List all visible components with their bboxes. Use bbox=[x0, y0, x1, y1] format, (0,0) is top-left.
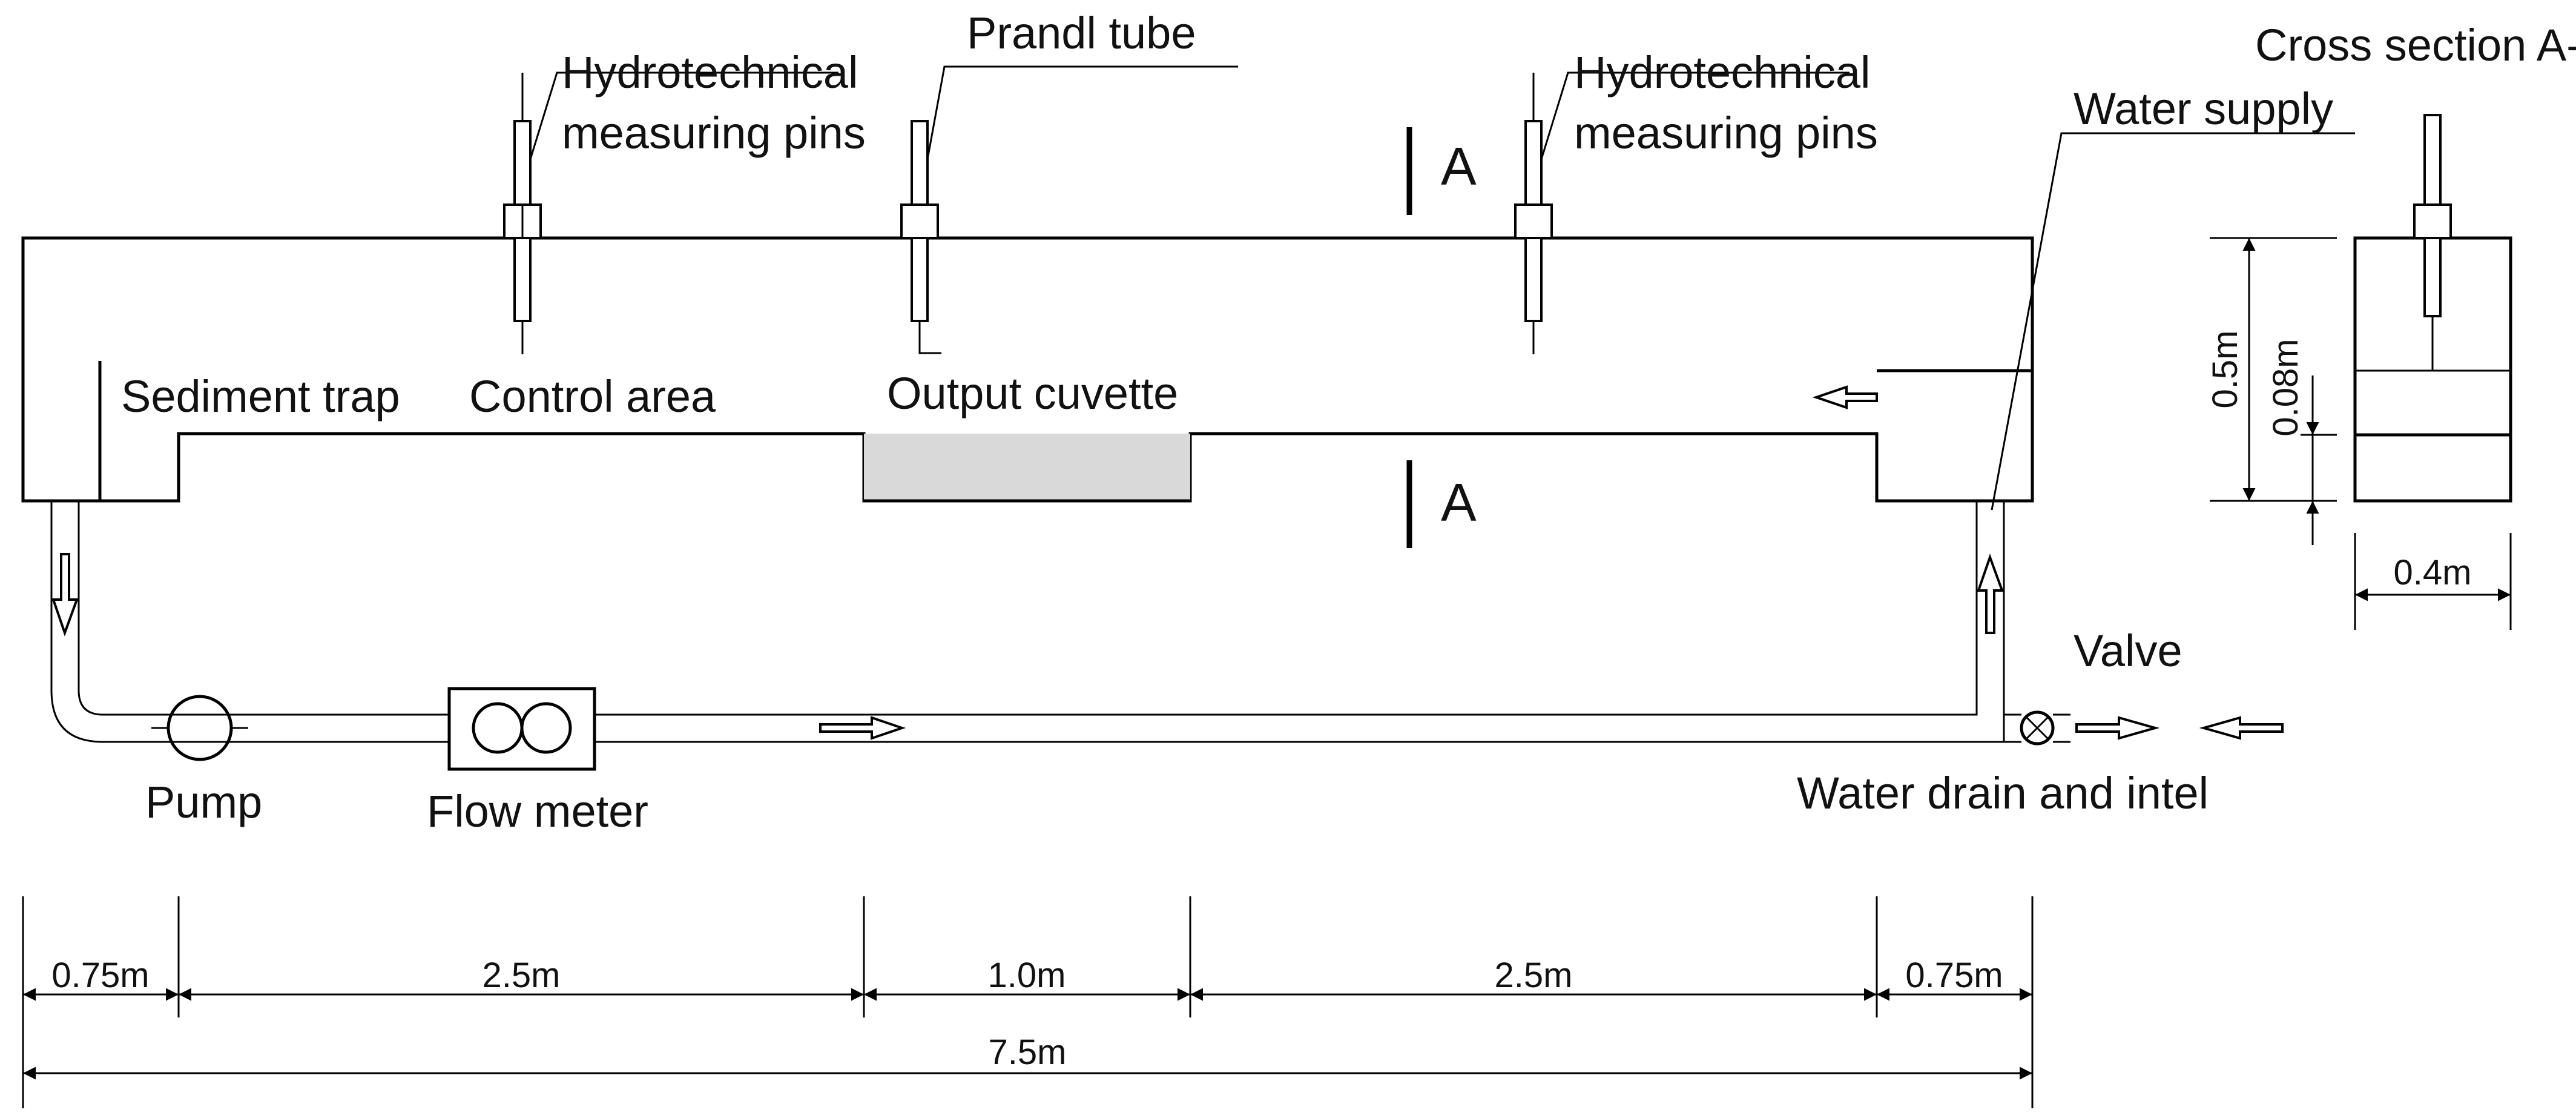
dim-0-75-right: 0.75m bbox=[1905, 956, 2003, 995]
pins-right-label-2: measuring pins bbox=[1574, 108, 1878, 158]
cross-section-dimensions bbox=[2210, 237, 2512, 630]
cross-section-title: Cross section A-A bbox=[2255, 20, 2576, 70]
dim-2-5-right: 2.5m bbox=[1495, 956, 1573, 995]
pins-left-label-1: Hydrotechnical bbox=[562, 47, 858, 98]
arrow-left-icon bbox=[1812, 385, 1878, 409]
output-cuvette-label: Output cuvette bbox=[887, 368, 1178, 418]
pump-label: Pump bbox=[145, 777, 262, 827]
valve-label: Valve bbox=[2074, 626, 2182, 676]
return-pipe bbox=[50, 501, 2005, 743]
pins-left-label-2: measuring pins bbox=[562, 108, 866, 158]
pump bbox=[151, 695, 248, 761]
dimension-lines bbox=[22, 896, 2034, 1108]
dim-0-75-left: 0.75m bbox=[51, 956, 149, 995]
arrow-down-icon bbox=[51, 553, 79, 637]
arrow-right-icon bbox=[819, 716, 906, 740]
valve bbox=[2004, 710, 2070, 746]
dim-1-0: 1.0m bbox=[988, 956, 1066, 995]
intel-arrow-left-icon bbox=[2199, 716, 2284, 740]
control-area-label: Control area bbox=[469, 371, 716, 422]
sediment-trap-label: Sediment trap bbox=[121, 371, 400, 422]
dim-2-5-left: 2.5m bbox=[483, 956, 561, 995]
cross-section bbox=[2353, 114, 2512, 503]
flow-meter-label: Flow meter bbox=[427, 786, 648, 836]
flow-meter bbox=[447, 687, 596, 771]
dim-width: 0.4m bbox=[2394, 553, 2472, 592]
water-supply-label: Water supply bbox=[2074, 84, 2333, 134]
leader-lines bbox=[529, 65, 2355, 511]
section-mark-top: A bbox=[1441, 136, 1477, 196]
output-cuvette-area bbox=[864, 434, 1190, 501]
prandtl-label: Prandl tube bbox=[967, 8, 1196, 58]
dim-height: 0.5m bbox=[2205, 331, 2245, 409]
arrow-up-icon bbox=[1977, 554, 2004, 634]
section-mark-bottom: A bbox=[1441, 472, 1477, 532]
dim-depth: 0.08m bbox=[2266, 339, 2305, 436]
measuring-pin-right bbox=[1514, 73, 1553, 354]
measuring-pin-left bbox=[503, 73, 542, 354]
drain-arrow-right-icon bbox=[2075, 716, 2160, 740]
flow-arrows bbox=[51, 385, 2284, 740]
prandtl-tube bbox=[900, 120, 941, 354]
drain-label: Water drain and intel bbox=[1797, 768, 2209, 818]
pins-right-label-1: Hydrotechnical bbox=[1574, 47, 1870, 98]
dim-total: 7.5m bbox=[989, 1033, 1067, 1072]
